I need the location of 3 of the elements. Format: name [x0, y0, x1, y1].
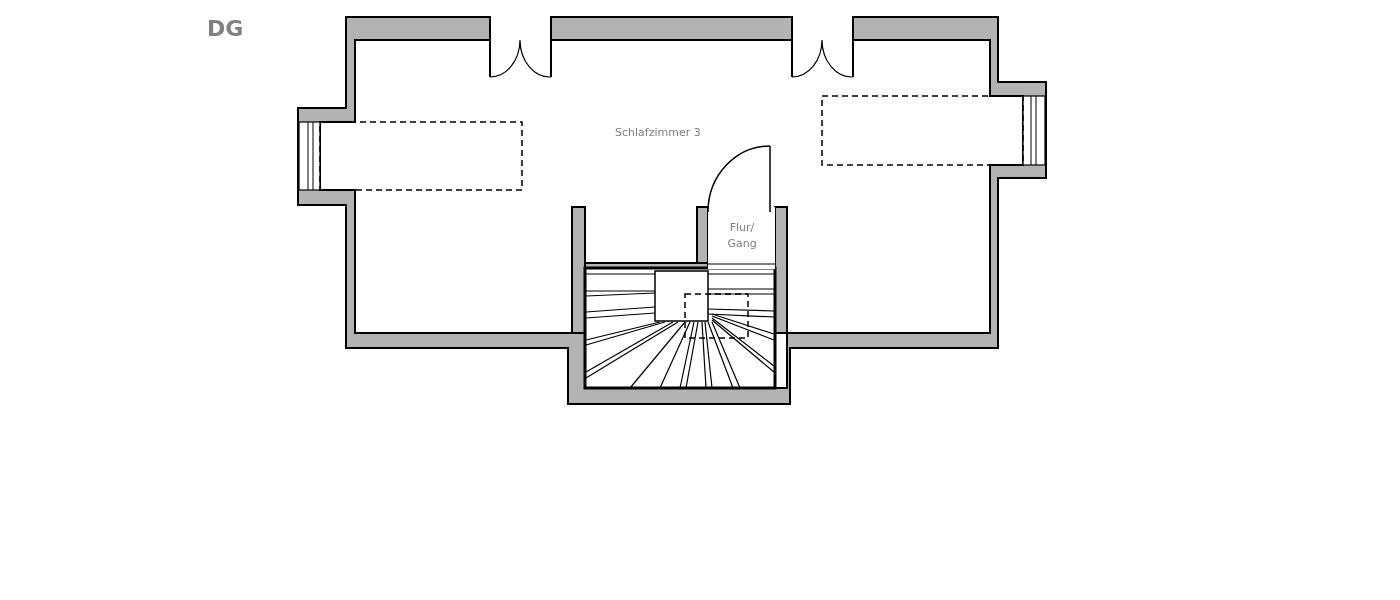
floor-title: DG — [207, 16, 244, 41]
room-label: Schlafzimmer 3 — [615, 126, 701, 139]
room-label: Flur/ Gang — [726, 220, 758, 252]
